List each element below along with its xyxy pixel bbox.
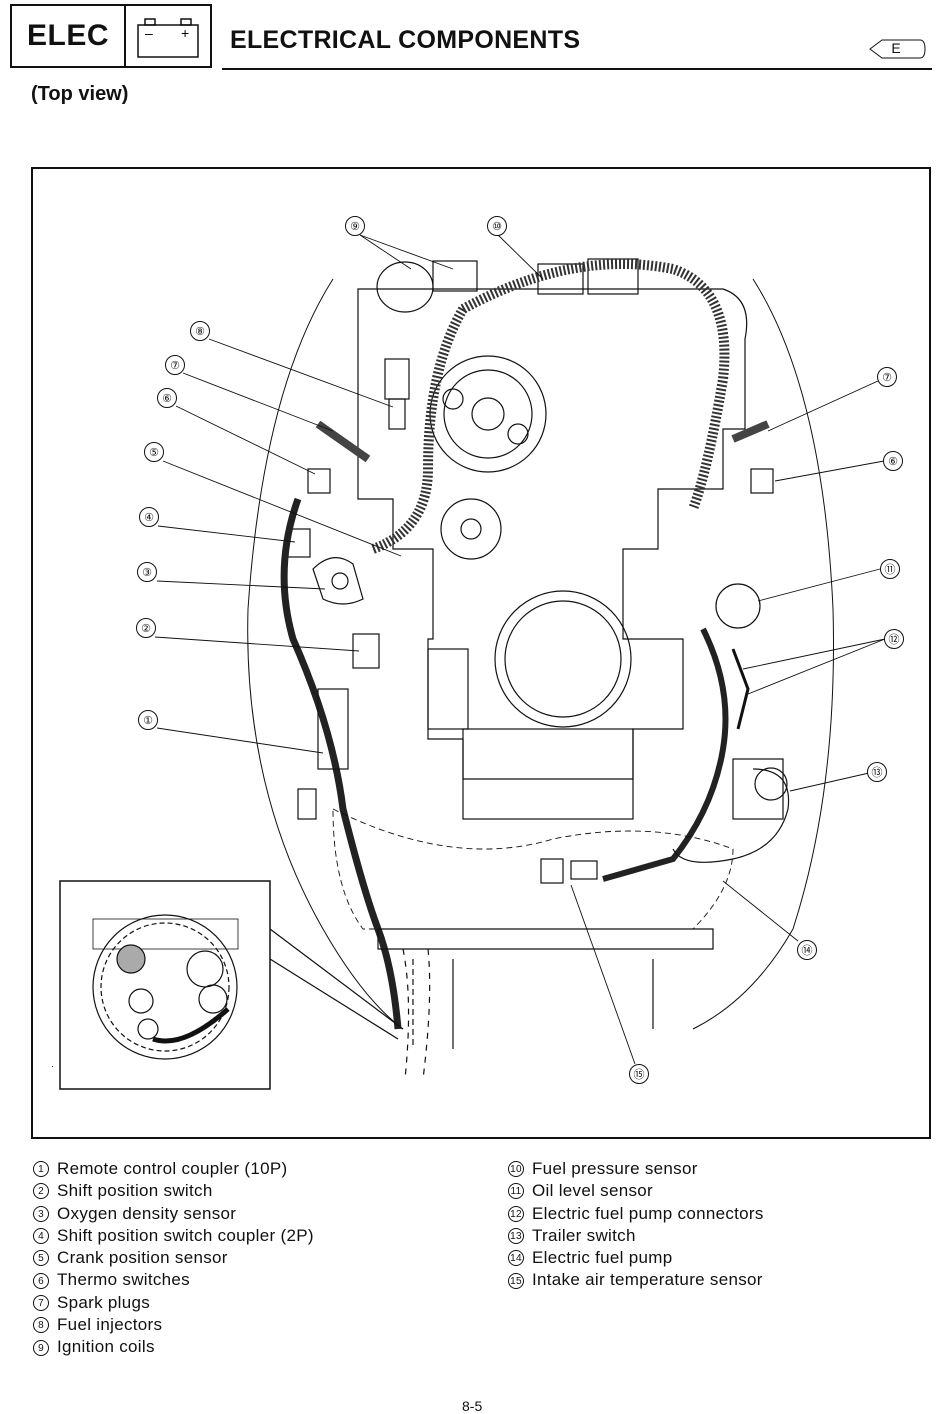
legend-item: 4 Shift position switch coupler (2P) xyxy=(33,1225,314,1247)
callout-11: ⑪ xyxy=(880,559,900,579)
legend-right-column: 10 Fuel pressure sensor 11 Oil level senso… xyxy=(508,1158,764,1292)
language-code: E xyxy=(891,40,901,56)
legend-label: Spark plugs xyxy=(57,1292,151,1312)
callout-10: ⑩ xyxy=(487,216,507,236)
legend-number: 11 xyxy=(508,1183,524,1200)
legend-label: Fuel pressure sensor xyxy=(532,1159,698,1178)
page-title: ELECTRICAL COMPONENTS xyxy=(230,26,581,54)
legend-item: 15 Intake air temperature sensor xyxy=(508,1269,764,1291)
title-divider xyxy=(222,68,932,70)
svg-text:·: · xyxy=(51,1061,54,1071)
legend-item: 8 Fuel injectors xyxy=(33,1314,314,1336)
legend-label: Shift position switch xyxy=(57,1181,213,1201)
legend-item: 12 Electric fuel pump connectors xyxy=(508,1203,764,1225)
legend-label: Oxygen density sensor xyxy=(57,1203,237,1223)
engine-line-drawing: · xyxy=(51,234,886,1090)
figure-subtitle: (Top view) xyxy=(31,83,129,105)
callout-5: ⑤ xyxy=(144,442,164,462)
legend-item: 6 Thermo switches xyxy=(33,1269,314,1291)
battery-minus-sign: – xyxy=(145,25,153,41)
legend-number: 2 xyxy=(33,1183,49,1200)
legend-number: 9 xyxy=(33,1339,49,1356)
callout-12: ⑫ xyxy=(884,629,904,649)
legend-number: 5 xyxy=(33,1250,49,1267)
callout-3: ③ xyxy=(137,562,157,582)
callout-14: ⑭ xyxy=(797,940,817,960)
language-badge: E xyxy=(868,38,926,60)
legend-item: 5 Crank position sensor xyxy=(33,1247,314,1269)
legend-number: 6 xyxy=(33,1272,49,1289)
section-tab: ELEC – + xyxy=(10,4,212,68)
legend-label: Intake air temperature sensor xyxy=(532,1270,763,1290)
legend-number: 7 xyxy=(33,1294,49,1311)
legend-label: Electric fuel pump connectors xyxy=(532,1203,764,1223)
callout-4: ④ xyxy=(139,507,159,527)
legend-label: Ignition coils xyxy=(57,1337,155,1357)
legend-item: 11 Oil level sensor xyxy=(508,1180,764,1202)
legend-number: 1 xyxy=(33,1161,49,1178)
legend-label: Oil level sensor xyxy=(532,1181,654,1201)
legend-number: 10 xyxy=(508,1161,524,1178)
page-number: 8-5 xyxy=(462,1398,483,1414)
battery-icon: – + xyxy=(126,6,210,66)
callout-9: ⑨ xyxy=(345,216,365,236)
engine-top-view-figure: · ⑨ ⑩ ⑧ ⑦ ⑥ ⑤ ④ ③ ② xyxy=(31,167,931,1139)
battery-plus-sign: + xyxy=(181,25,189,41)
callout-13: ⑬ xyxy=(867,762,887,782)
legend-label: Crank position sensor xyxy=(57,1248,228,1268)
legend-item: 14 Electric fuel pump xyxy=(508,1247,764,1269)
legend-item: 13 Trailer switch xyxy=(508,1225,764,1247)
legend-label: Shift position switch coupler (2P) xyxy=(57,1225,314,1245)
callout-15: ⑮ xyxy=(629,1064,649,1084)
legend-item: 7 Spark plugs xyxy=(33,1292,314,1314)
legend-label: Trailer switch xyxy=(532,1225,636,1245)
callout-6-right: ⑥ xyxy=(883,451,903,471)
legend-label: Remote control coupler (10P) xyxy=(57,1159,288,1178)
legend-item: 1 Remote control coupler (10P) xyxy=(33,1158,314,1180)
legend-number: 12 xyxy=(508,1205,524,1222)
legend-number: 3 xyxy=(33,1205,49,1222)
legend-number: 15 xyxy=(508,1272,524,1289)
legend-number: 4 xyxy=(33,1228,49,1245)
legend-label: Electric fuel pump xyxy=(532,1248,673,1268)
legend-number: 8 xyxy=(33,1317,49,1334)
legend-label: Thermo switches xyxy=(57,1270,190,1290)
legend-label: Fuel injectors xyxy=(57,1315,163,1335)
legend-item: 10 Fuel pressure sensor xyxy=(508,1158,764,1180)
legend-item: 3 Oxygen density sensor xyxy=(33,1203,314,1225)
legend-number: 14 xyxy=(508,1250,524,1267)
legend-item: 2 Shift position switch xyxy=(33,1180,314,1202)
callout-6-left: ⑥ xyxy=(157,388,177,408)
callout-7-right: ⑦ xyxy=(877,367,897,387)
callout-7-left: ⑦ xyxy=(165,355,185,375)
legend-number: 13 xyxy=(508,1228,524,1245)
callout-1: ① xyxy=(138,710,158,730)
section-code: ELEC xyxy=(12,6,126,66)
callout-2: ② xyxy=(136,618,156,638)
callout-8-left: ⑧ xyxy=(190,321,210,341)
legend-item: 9 Ignition coils xyxy=(33,1336,314,1358)
